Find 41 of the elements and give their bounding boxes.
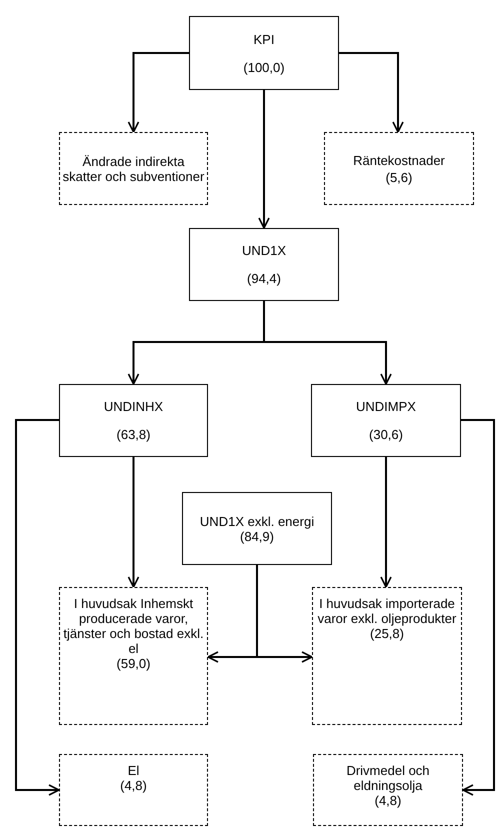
value-text: (30,6) (369, 427, 403, 442)
dashed-box (59, 132, 208, 205)
box-label: I huvudsak importerade varor exkl. oljeprodukter (316, 596, 458, 626)
process-box (182, 492, 332, 565)
value-text: (4,8) (374, 793, 402, 808)
arrow (263, 301, 392, 385)
process-box (189, 16, 339, 90)
process-box (59, 384, 208, 457)
dashed-box (313, 754, 463, 826)
box-label: El (128, 763, 140, 778)
dashed-box (59, 587, 208, 725)
value-text: (63,8) (116, 427, 150, 442)
box-label: UND1X exkl. energi (200, 514, 314, 528)
process-box (311, 384, 461, 457)
dashed-box (324, 132, 474, 205)
box-label: Drivmedel och eldningsolja (345, 763, 431, 793)
dashed-box (59, 754, 208, 826)
box-label: Ändrade indirekta skatter och subventioner (62, 154, 205, 184)
value-text: (84,9) (240, 528, 274, 544)
value-text: (100,0) (243, 60, 285, 74)
value-text: (59,0) (116, 656, 150, 671)
box-label: Räntekostnader (353, 152, 445, 168)
box-label: KPI (254, 32, 274, 46)
value-text: (94,4) (247, 271, 281, 286)
arrow (128, 52, 189, 133)
arrow (256, 565, 313, 663)
box-label: UNDINHX (104, 399, 164, 414)
arrow (15, 419, 60, 796)
value-text: (25,8) (370, 626, 404, 641)
value-text: (4,8) (120, 778, 147, 793)
arrow (128, 457, 140, 588)
box-label: I huvudsak Inhemskt producerade varor, tjänster och bostad exkl. el (62, 596, 205, 656)
arrow (339, 52, 404, 133)
arrow (380, 457, 392, 588)
value-text: (5,6) (386, 170, 412, 184)
arrow (461, 419, 495, 796)
dashed-box (312, 587, 462, 725)
arrow (258, 90, 270, 229)
box-label: UNDIMPX (356, 399, 416, 414)
box-label: UND1X (242, 243, 286, 258)
process-box (189, 228, 339, 301)
